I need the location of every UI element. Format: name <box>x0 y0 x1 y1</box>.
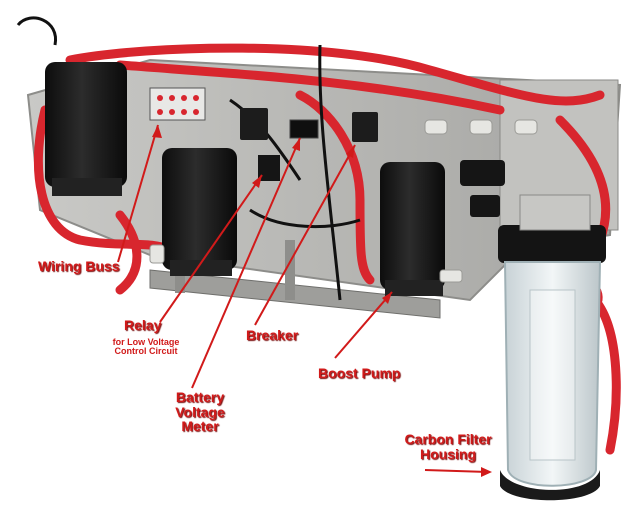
white-fittings <box>149 119 538 283</box>
label-battery-line2: Voltage <box>175 403 225 420</box>
breaker-right <box>352 112 378 142</box>
filter-head <box>498 225 606 263</box>
rail-post-right <box>285 240 295 300</box>
arrowhead-breaker <box>346 145 355 158</box>
arrow-breaker <box>254 144 356 326</box>
label-battery-line3: Meter <box>181 418 219 435</box>
arrow-boost-pump <box>334 291 393 359</box>
pump-boost <box>380 162 445 296</box>
arrowhead-battery-meter <box>292 138 300 151</box>
arrow-battery-meter <box>191 137 301 389</box>
arrowhead-carbon-filter <box>481 467 492 477</box>
filter-cartridge <box>529 289 576 461</box>
black-wiring <box>16 16 361 301</box>
label-carbon-line1: Carbon Filter <box>404 431 492 447</box>
arrowhead-relay <box>252 175 262 188</box>
arrow-wiring-buss <box>117 124 159 263</box>
voltage-meter <box>289 119 319 139</box>
label-boost-pump: Boost Pump <box>318 365 401 381</box>
label-breaker: Breaker <box>246 327 299 343</box>
arrow-relay <box>159 174 263 323</box>
arrowhead-boost-pump <box>382 292 392 304</box>
label-battery-voltage-meter: Battery Voltage Meter <box>168 390 232 434</box>
arrowhead-wiring-buss <box>152 125 162 138</box>
buss-terminals <box>157 95 199 115</box>
wiring-buss-block <box>149 87 206 121</box>
carbon-filter-housing <box>503 261 602 487</box>
filter-base-cap <box>500 470 600 501</box>
black-valves <box>460 160 505 217</box>
label-carbon-line2: Housing <box>420 445 476 462</box>
label-carbon-filter-housing: Carbon Filter Housing <box>398 432 498 461</box>
pump-middle <box>162 148 237 276</box>
label-relay: Relay <box>124 317 162 333</box>
label-relay-sub: for Low Voltage Control Circuit <box>112 337 180 357</box>
relay-box <box>258 155 280 181</box>
arrow-carbon-filter <box>424 469 489 473</box>
pump-top-left <box>45 62 127 196</box>
filter-bracket <box>519 194 591 231</box>
breaker-left <box>240 108 268 140</box>
label-battery-line1: Battery <box>175 389 225 405</box>
label-wiring-buss: Wiring Buss <box>38 258 120 274</box>
